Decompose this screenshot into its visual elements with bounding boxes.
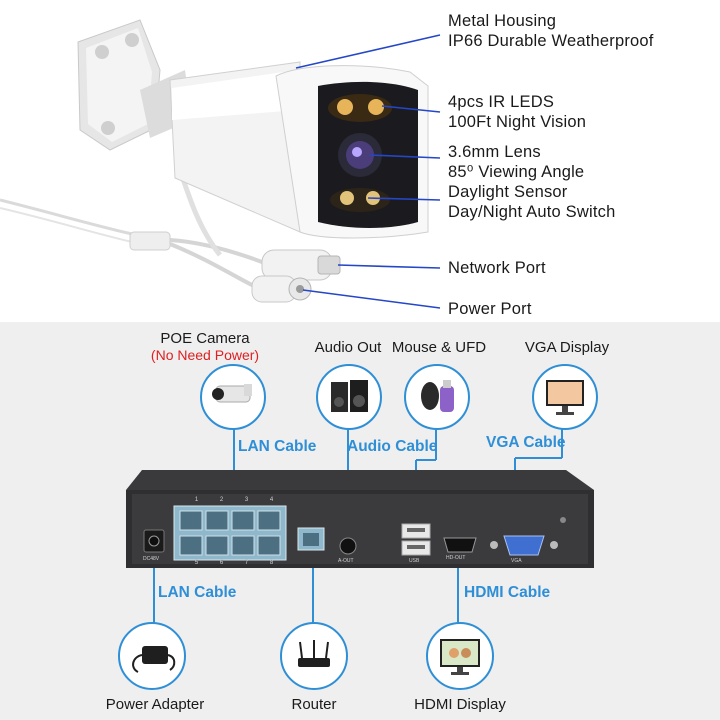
ir-label-line2: 100Ft Night Vision (448, 113, 587, 131)
port-numbers-bottom: 5 6 7 8 (184, 560, 284, 566)
power-connector (251, 275, 312, 303)
poe-camera-label: POE Camera (160, 330, 250, 347)
ir-label-line1: 4pcs IR LEDS (448, 93, 555, 111)
port-number: 3 (244, 497, 249, 503)
hdout-label: HD-OUT (446, 555, 466, 561)
port-number: 4 (269, 497, 274, 503)
screw (560, 517, 566, 523)
port-number: 6 (219, 560, 224, 566)
usb-ports (401, 523, 431, 556)
sensor-label-line1: Daylight Sensor (448, 183, 568, 201)
hdmi-monitor-icon (426, 622, 494, 690)
vga-label: VGA (511, 558, 522, 564)
port-number: 2 (219, 497, 224, 503)
lan-port-block (173, 505, 287, 561)
hdmi-cable-label: HDMI Cable (464, 584, 551, 601)
pointer-lines (295, 34, 441, 309)
lan-cable-bottom-label: LAN Cable (158, 584, 237, 601)
hdmi-display-label: HDMI Display (414, 696, 506, 713)
mouse-usb-icon (404, 364, 470, 430)
vga-display-label: VGA Display (524, 339, 610, 356)
aout-label: A-OUT (338, 558, 354, 564)
power-adapter-icon (118, 622, 186, 690)
poe-camera-note: (No Need Power) (150, 347, 260, 363)
mouse-ufd-label: Mouse & UFD (391, 339, 487, 356)
router-icon (280, 622, 348, 690)
dc-label: DC48V (143, 556, 160, 562)
port-number: 7 (244, 560, 249, 566)
camera-illustration (0, 19, 441, 309)
router-label: Router (291, 696, 337, 713)
audio-out-label: Audio Out (314, 339, 382, 356)
camera-mount (77, 19, 192, 151)
network-connector (261, 249, 341, 281)
vga-port (490, 535, 558, 556)
lens-label-line1: 3.6mm Lens (448, 143, 541, 161)
camera-body (169, 61, 429, 239)
usb-label: USB (409, 558, 420, 564)
power-port-label: Power Port (448, 300, 532, 318)
dc-jack (143, 529, 165, 553)
uplink-port (297, 527, 325, 551)
lan-cable-top-label: LAN Cable (238, 438, 317, 455)
vga-monitor-icon (532, 364, 598, 430)
network-port-label: Network Port (448, 259, 546, 277)
vga-cable-label: VGA Cable (486, 434, 566, 451)
port-number: 1 (194, 497, 199, 503)
audio-jack (339, 537, 357, 555)
port-number: 5 (194, 560, 199, 566)
housing-label-line1: Metal Housing (448, 12, 557, 30)
housing-label-line2: IP66 Durable Weatherproof (448, 32, 654, 50)
hdmi-port (443, 537, 477, 553)
sensor-label-line2: Day/Night Auto Switch (448, 203, 616, 221)
speaker-icon (316, 364, 382, 430)
port-numbers-top: 1 2 3 4 (184, 497, 284, 503)
port-number: 8 (269, 560, 274, 566)
lens-label-line2: 85⁰ Viewing Angle (448, 163, 585, 181)
power-adapter-label: Power Adapter (105, 696, 205, 713)
poe-camera-icon (200, 364, 266, 430)
audio-cable-label: Audio Cable (347, 438, 438, 455)
